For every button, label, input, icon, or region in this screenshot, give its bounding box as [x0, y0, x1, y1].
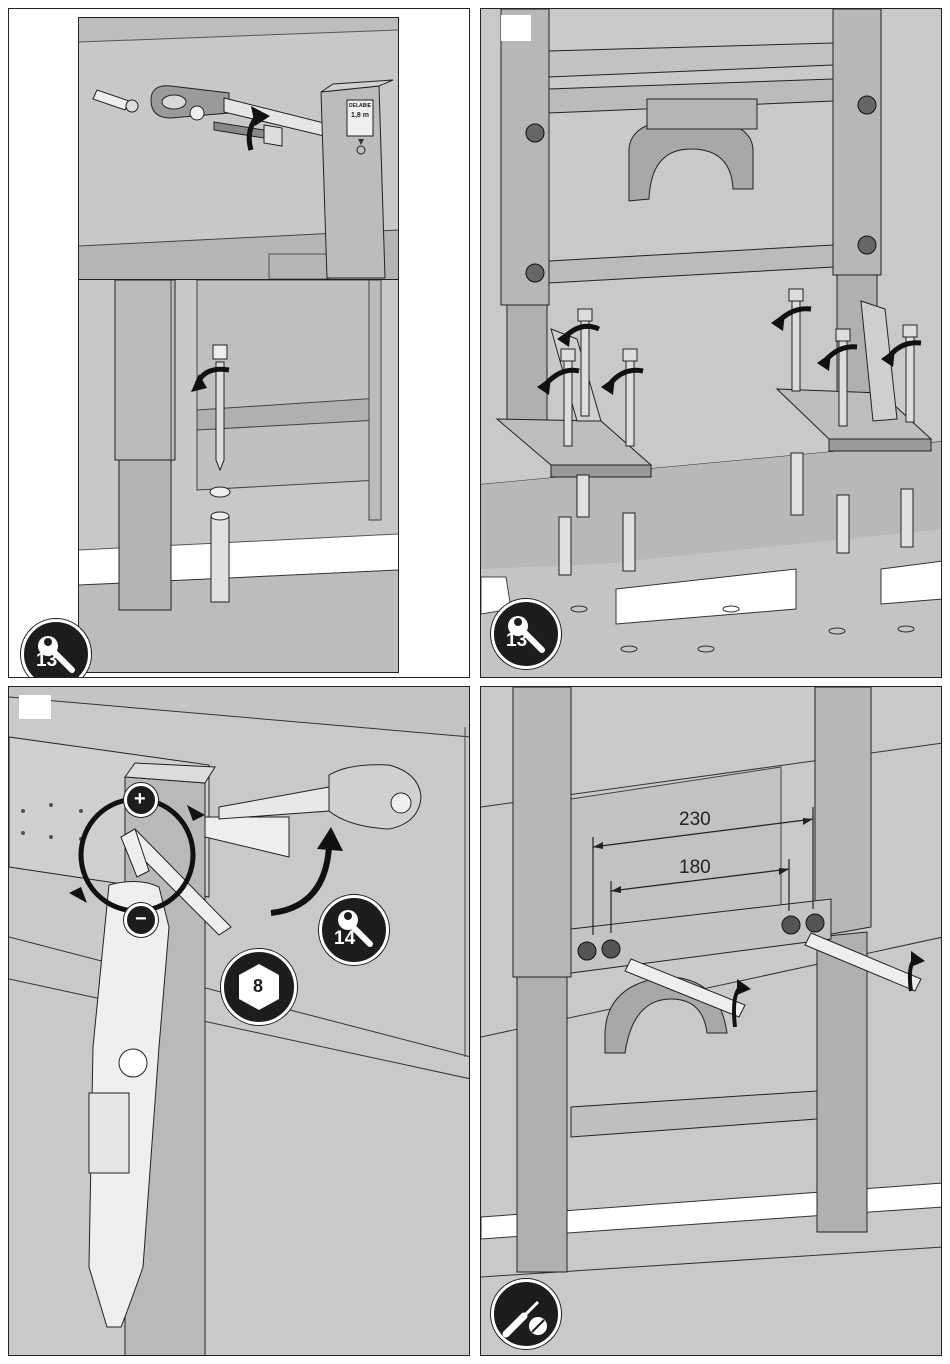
dimension-outer: 230 — [679, 809, 711, 831]
panel-step-1: DELABIE 1,8 m — [8, 8, 470, 678]
inset-foot-fixing — [78, 279, 399, 673]
hex-key-size: 8 — [253, 976, 263, 997]
hex-key-badge: 8 — [221, 949, 297, 1025]
anchor-plug-icon — [93, 90, 138, 112]
frame-feet-illustration — [481, 9, 942, 678]
wrench-size: 13 — [36, 650, 57, 672]
wrench-badge: 13 — [21, 619, 91, 678]
panel-step-3: + − 8 14 — [8, 686, 470, 1356]
inset-bracket-fixing: DELABIE 1,8 m — [78, 17, 399, 280]
dimension-inner: 180 — [679, 857, 711, 879]
minus-marker: − — [124, 903, 158, 937]
plus-marker: + — [124, 783, 158, 817]
screwdriver-icon — [494, 1282, 558, 1346]
panel-step-4: 230 180 — [480, 686, 942, 1356]
wrench-badge: 14 — [319, 895, 389, 965]
wrench-size: 13 — [506, 630, 527, 652]
wrench-badge: 13 — [491, 599, 561, 669]
panel-step-2: 13 — [480, 8, 942, 678]
screwdriver-badge — [491, 1279, 561, 1349]
plus-sign: + — [134, 788, 146, 811]
bracket-fixing-illustration — [79, 18, 398, 279]
foot-fixing-illustration — [79, 280, 398, 672]
height-plate-label: DELABIE — [347, 103, 373, 109]
wrench-size: 14 — [334, 928, 355, 950]
support-rods-illustration — [481, 687, 942, 1356]
height-plate-value: 1,8 m — [347, 112, 373, 119]
minus-sign: − — [135, 908, 147, 931]
step-number-box — [19, 695, 51, 719]
